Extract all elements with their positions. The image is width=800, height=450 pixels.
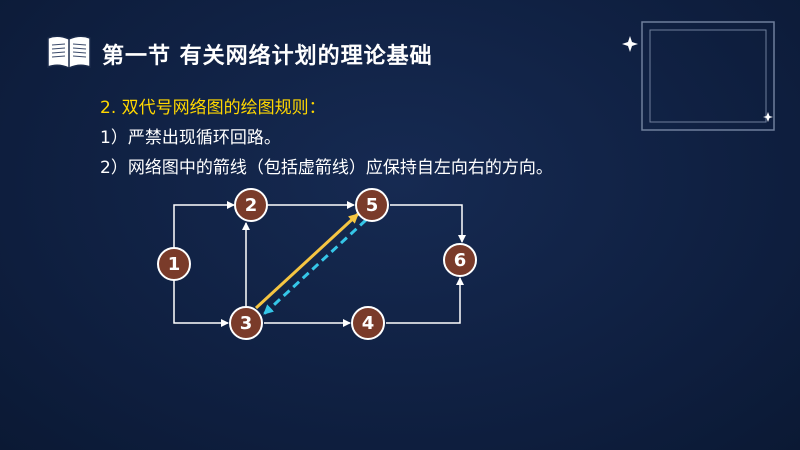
book-icon [47, 35, 91, 69]
page-title: 第一节 有关网络计划的理论基础 [102, 44, 433, 69]
node-4: 4 [351, 306, 385, 340]
node-6: 6 [443, 243, 477, 277]
edge-5-6 [390, 204, 466, 243]
sparkle-icon [763, 112, 773, 122]
rule-item: 1）严禁出现循环回路。 [100, 128, 281, 148]
svg-text:2: 2 [245, 195, 258, 216]
edge-5-3-dashed [262, 218, 368, 316]
edge-3-5-highlight [254, 212, 360, 310]
svg-text:4: 4 [362, 313, 375, 334]
rule-item: 2）网络图中的箭线（包括虚箭线）应保持自左向右的方向。 [100, 158, 553, 178]
edge-4-6 [386, 277, 464, 324]
svg-text:6: 6 [454, 250, 467, 271]
edge-1-2 [173, 201, 235, 250]
node-3: 3 [229, 306, 263, 340]
svg-text:3: 3 [240, 313, 253, 334]
node-1: 1 [157, 247, 191, 281]
node-2: 2 [234, 188, 268, 222]
svg-text:1: 1 [168, 254, 181, 275]
decorative-frame [622, 21, 775, 131]
rule-heading: 2. 双代号网络图的绘图规则： [100, 98, 326, 118]
svg-text:5: 5 [366, 195, 379, 216]
sparkle-icon [622, 36, 638, 52]
edge-1-3 [173, 280, 229, 327]
node-5: 5 [355, 188, 389, 222]
